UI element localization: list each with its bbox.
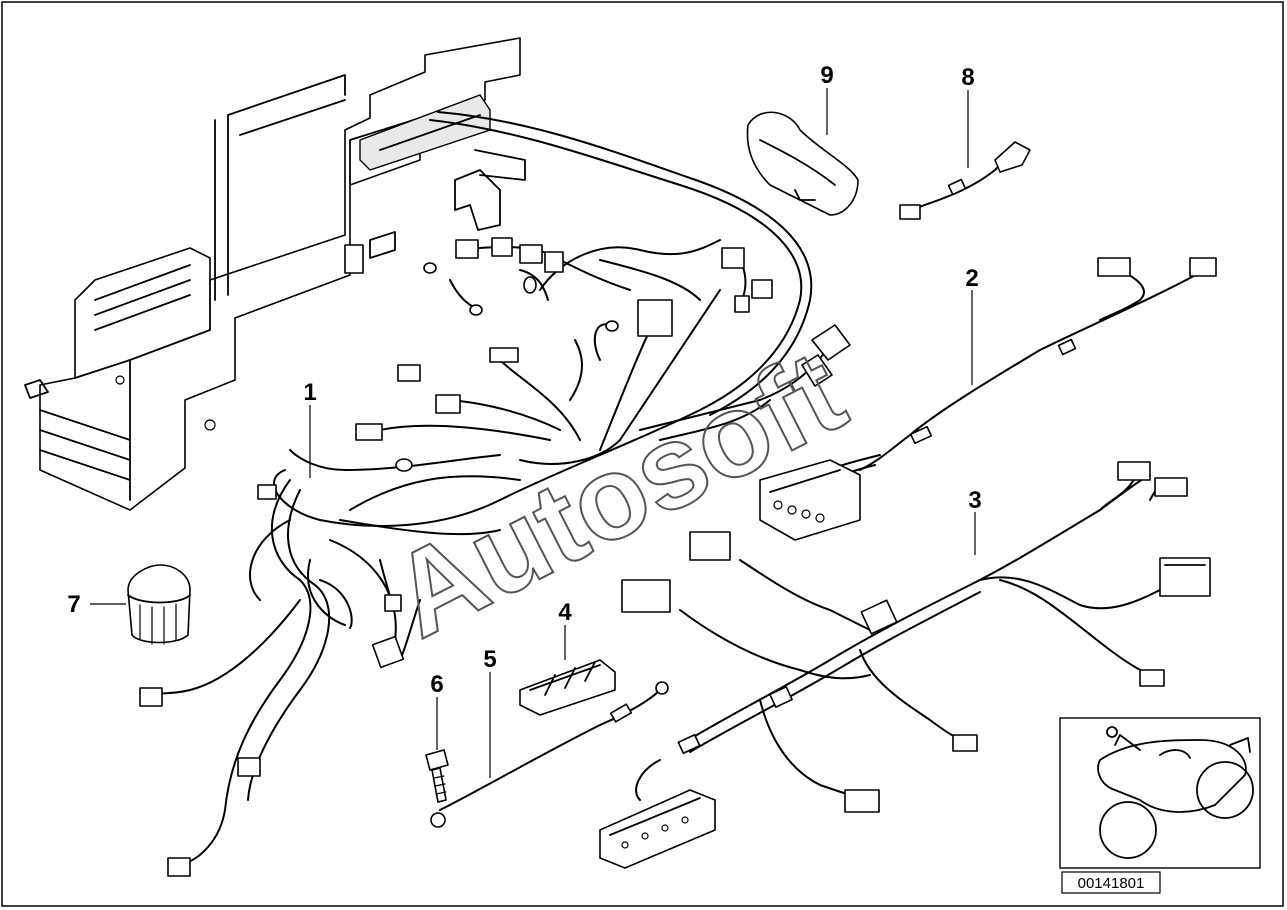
- callout-4: 4: [558, 599, 572, 626]
- callout-7: 7: [67, 591, 80, 618]
- harness-2: [759, 257, 1217, 541]
- callout-5: 5: [483, 646, 496, 673]
- part-8-cable: [899, 141, 1031, 220]
- part-9-cover: [746, 111, 859, 216]
- part-6-bolt: [425, 749, 449, 803]
- callout-2: 2: [965, 265, 978, 292]
- callout-3: 3: [968, 487, 981, 514]
- callout-9: 9: [820, 62, 833, 89]
- main-wiring-harness: [139, 111, 851, 877]
- callout-8: 8: [961, 64, 974, 91]
- harness-3: [599, 461, 1211, 869]
- part-number-label: 00141801: [1078, 875, 1145, 892]
- part-5-ground-cable: [430, 681, 669, 828]
- callouts: 1 2 3 4 5 6 7 8 9: [67, 62, 981, 698]
- part-number-box: 00141801: [1061, 871, 1161, 894]
- part-4-clip: [519, 659, 616, 716]
- frame-housing: [24, 37, 526, 511]
- callout-leaders: [90, 88, 976, 778]
- callout-6: 6: [430, 671, 443, 698]
- inset-motorcycle: [1059, 717, 1261, 869]
- part-7-cap: [127, 564, 191, 645]
- callout-1: 1: [303, 379, 316, 406]
